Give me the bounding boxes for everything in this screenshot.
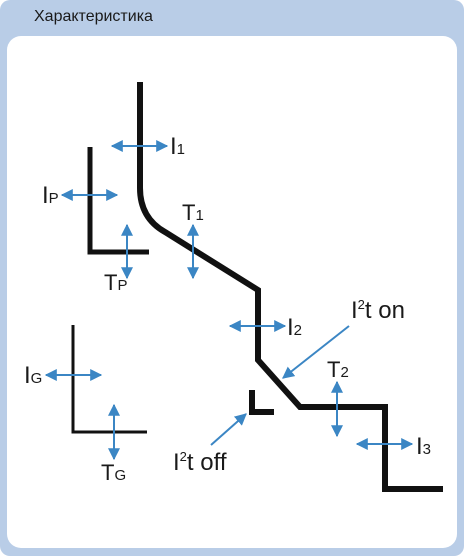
t1-label: T1 — [182, 200, 204, 225]
ig-label: IG — [24, 362, 42, 389]
tp-label: TP — [104, 270, 127, 295]
i2t-on-label: I2t on — [351, 297, 405, 324]
g-curve — [71, 325, 147, 434]
ip-label: IP — [42, 182, 59, 209]
main-trip-curve — [137, 82, 443, 492]
i2t-off-curve — [249, 390, 274, 415]
i2t-off-label: I2t off — [173, 449, 227, 476]
i2-label: I2 — [287, 314, 302, 341]
i2t-off-pointer — [210, 413, 247, 446]
tg-label: TG — [101, 460, 126, 485]
i3-label: I3 — [416, 433, 431, 460]
i1-label: I1 — [170, 133, 185, 160]
i2t-on-pointer — [282, 325, 350, 379]
panel-title: Характеристика — [34, 8, 153, 25]
t2-label: T2 — [327, 357, 349, 382]
